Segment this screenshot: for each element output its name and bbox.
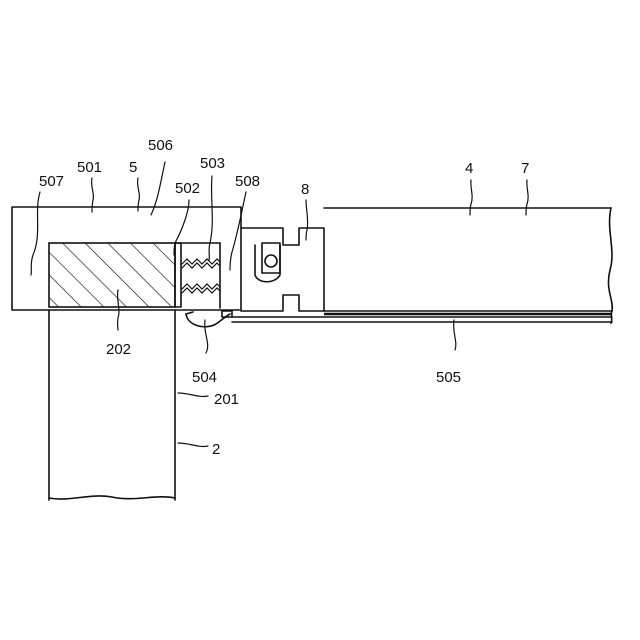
label-504: 504 <box>192 369 217 386</box>
post-2 <box>49 310 175 500</box>
panel-4 <box>324 208 612 311</box>
latch-hook-504 <box>186 311 232 327</box>
label-5: 5 <box>129 159 137 176</box>
label-7: 7 <box>521 160 529 177</box>
hinge-8 <box>241 228 324 311</box>
label-505: 505 <box>436 369 461 386</box>
hatched-block-202 <box>49 243 175 307</box>
spring-503 <box>175 243 220 307</box>
label-508: 508 <box>235 173 260 190</box>
label-202: 202 <box>106 341 131 358</box>
label-503: 503 <box>200 155 225 172</box>
label-502: 502 <box>175 180 200 197</box>
label-507: 507 <box>39 173 64 190</box>
label-4: 4 <box>465 160 473 177</box>
label-201: 201 <box>214 391 239 408</box>
rail-505 <box>232 311 612 323</box>
label-501: 501 <box>77 159 102 176</box>
label-8: 8 <box>301 181 309 198</box>
label-506: 506 <box>148 137 173 154</box>
label-2: 2 <box>212 441 220 458</box>
